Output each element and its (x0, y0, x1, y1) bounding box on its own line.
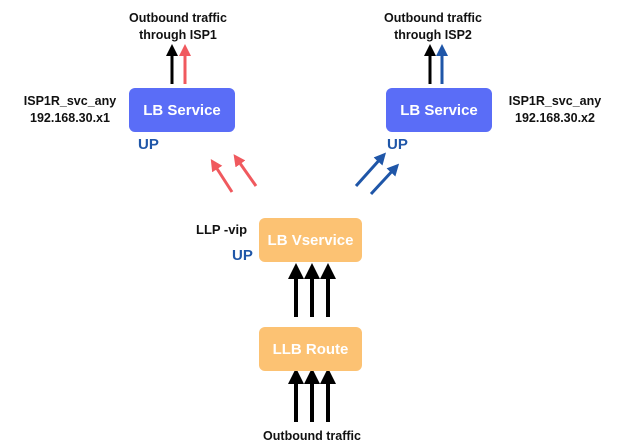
red-diagonal-arrow-1 (210, 158, 234, 193)
right-service-status: UP (387, 136, 408, 153)
blue-diagonal-arrow-1 (354, 152, 387, 188)
top-left-label-line1: Outbound traffic (129, 11, 227, 25)
top-right-label-line1: Outbound traffic (384, 11, 482, 25)
llb-route-box[interactable]: LLB Route (259, 327, 362, 371)
left-service-status: UP (138, 136, 159, 153)
right-service-name: ISP1R_svc_any (508, 94, 602, 108)
bottom-traffic-label: Outbound traffic (263, 429, 361, 443)
left-service-ip: 192.168.30.x1 (30, 111, 110, 125)
top-right-traffic-label: Outbound traffic through ISP2 (363, 10, 503, 44)
left-service-info: ISP1R_svc_any 192.168.30.x1 (20, 93, 120, 127)
top-left-traffic-label: Outbound traffic through ISP1 (108, 10, 248, 44)
top-left-label-line2: through ISP1 (139, 28, 217, 42)
blue-diagonal-arrow-2 (369, 163, 400, 196)
right-service-ip: 192.168.30.x2 (515, 111, 595, 125)
red-diagonal-arrow-2 (233, 154, 258, 187)
right-service-info: ISP1R_svc_any 192.168.30.x2 (500, 93, 610, 127)
top-right-label-line2: through ISP2 (394, 28, 472, 42)
left-lb-service-box[interactable]: LB Service (129, 88, 235, 132)
lb-vservice-box[interactable]: LB Vservice (259, 218, 362, 262)
right-lb-service-box[interactable]: LB Service (386, 88, 492, 132)
vservice-status: UP (232, 247, 253, 264)
left-service-name: ISP1R_svc_any (23, 94, 117, 108)
vservice-name: LLP -vip (196, 222, 248, 237)
